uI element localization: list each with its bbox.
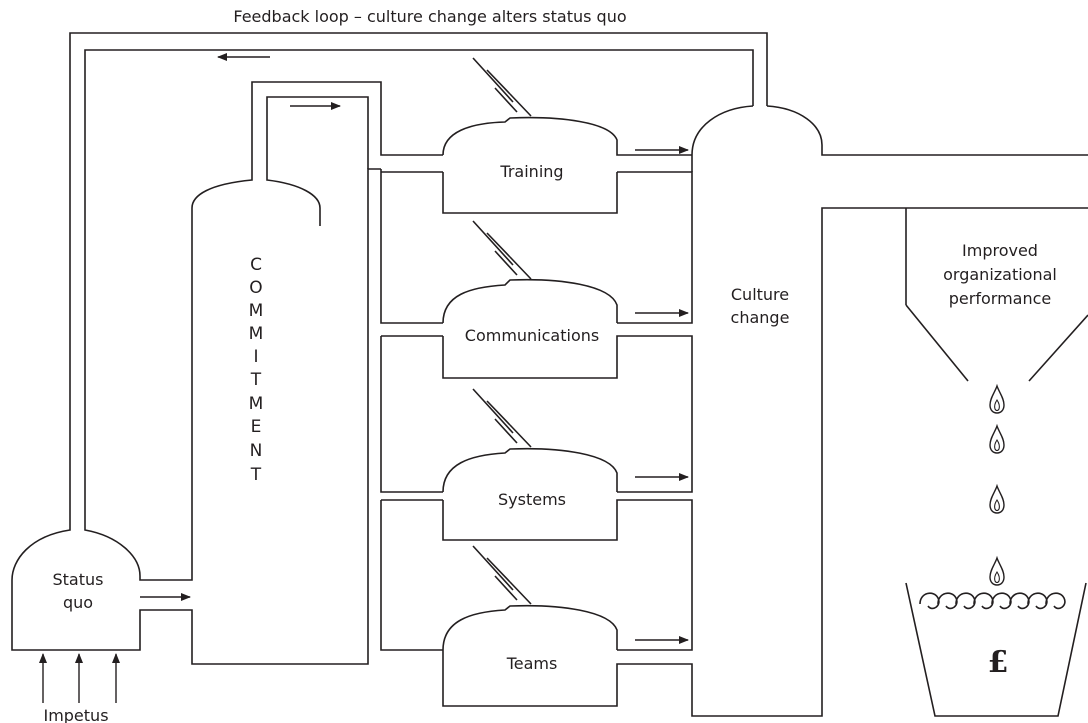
status-quo-label-line2: quo <box>63 593 93 612</box>
culture-change-label-line2: change <box>731 308 790 327</box>
commitment-letter: C <box>250 255 262 275</box>
droplet-icon <box>989 485 1005 514</box>
money-bucket: £ <box>905 582 1087 717</box>
still-training: Training <box>442 57 693 324</box>
still-teams-funnel-a <box>472 545 514 591</box>
commitment-letter: M <box>249 394 264 414</box>
still-training-funnel-b <box>486 69 511 95</box>
still-systems-funnel-a <box>472 388 514 434</box>
culture-change-label-line1: Culture <box>731 285 789 304</box>
status-quo-dome <box>84 208 193 581</box>
funnel-right-slope <box>1028 314 1088 382</box>
commitment-letter: N <box>250 441 263 461</box>
impetus-label: Impetus <box>43 706 108 723</box>
still-training-funnel-a <box>472 57 514 103</box>
still-communications-body <box>442 278 693 493</box>
bucket-outline <box>905 582 1087 717</box>
commitment-letter: T <box>250 465 262 485</box>
feedback-pipe-outer <box>69 32 768 526</box>
still-training-body <box>442 116 693 324</box>
still-communications: Communications <box>442 220 693 493</box>
status-quo-label-line1: Status <box>53 570 104 589</box>
droplet-icon <box>989 425 1005 454</box>
still-communications-label: Communications <box>465 326 599 345</box>
still-teams-label: Teams <box>506 654 558 673</box>
commitment-letter: I <box>253 347 258 367</box>
commitment-letter: M <box>249 301 264 321</box>
culture-change-column <box>691 105 1088 156</box>
feedback-loop-label: Feedback loop – culture change alters st… <box>233 7 626 26</box>
status-quo-vessel <box>11 168 381 665</box>
still-training-label: Training <box>499 162 563 181</box>
still-systems: Systems <box>442 388 693 651</box>
commitment-column-right <box>266 96 369 226</box>
still-systems-body <box>442 447 693 651</box>
commitment-letter: E <box>251 417 262 437</box>
still-teams-funnel-b <box>486 557 511 583</box>
stills-left-wall <box>380 169 443 324</box>
stills-left-wall-2 <box>380 335 443 493</box>
commitment-letter: T <box>250 370 262 390</box>
performance-label-line2: organizational <box>943 265 1057 284</box>
still-teams-funnel-neck <box>494 575 532 605</box>
bucket-swirls <box>919 592 1066 610</box>
performance-label-line3: performance <box>949 289 1051 308</box>
droplet-icon <box>989 385 1005 414</box>
funnel-left-slope <box>905 304 969 382</box>
stills-left-wall-3 <box>380 499 443 651</box>
still-teams-body <box>442 207 1088 717</box>
still-training-funnel-neck <box>494 87 532 117</box>
commitment-letter: O <box>249 278 262 298</box>
commitment-column <box>191 81 443 209</box>
still-communications-funnel-b <box>486 232 511 258</box>
still-teams: Teams <box>442 207 1088 717</box>
pound-sign: £ <box>988 645 1009 680</box>
still-systems-label: Systems <box>498 490 566 509</box>
feedback-pipe-inner <box>84 49 754 526</box>
still-communications-funnel-a <box>472 220 514 266</box>
commitment-text: C O M M I T M E N T <box>249 255 264 485</box>
performance-label-line1: Improved <box>962 241 1038 260</box>
still-communications-funnel-neck <box>494 250 532 280</box>
commitment-letter: M <box>249 324 264 344</box>
droplet-icon <box>989 557 1005 586</box>
still-systems-funnel-neck <box>494 418 532 448</box>
still-systems-funnel-b <box>486 400 511 426</box>
